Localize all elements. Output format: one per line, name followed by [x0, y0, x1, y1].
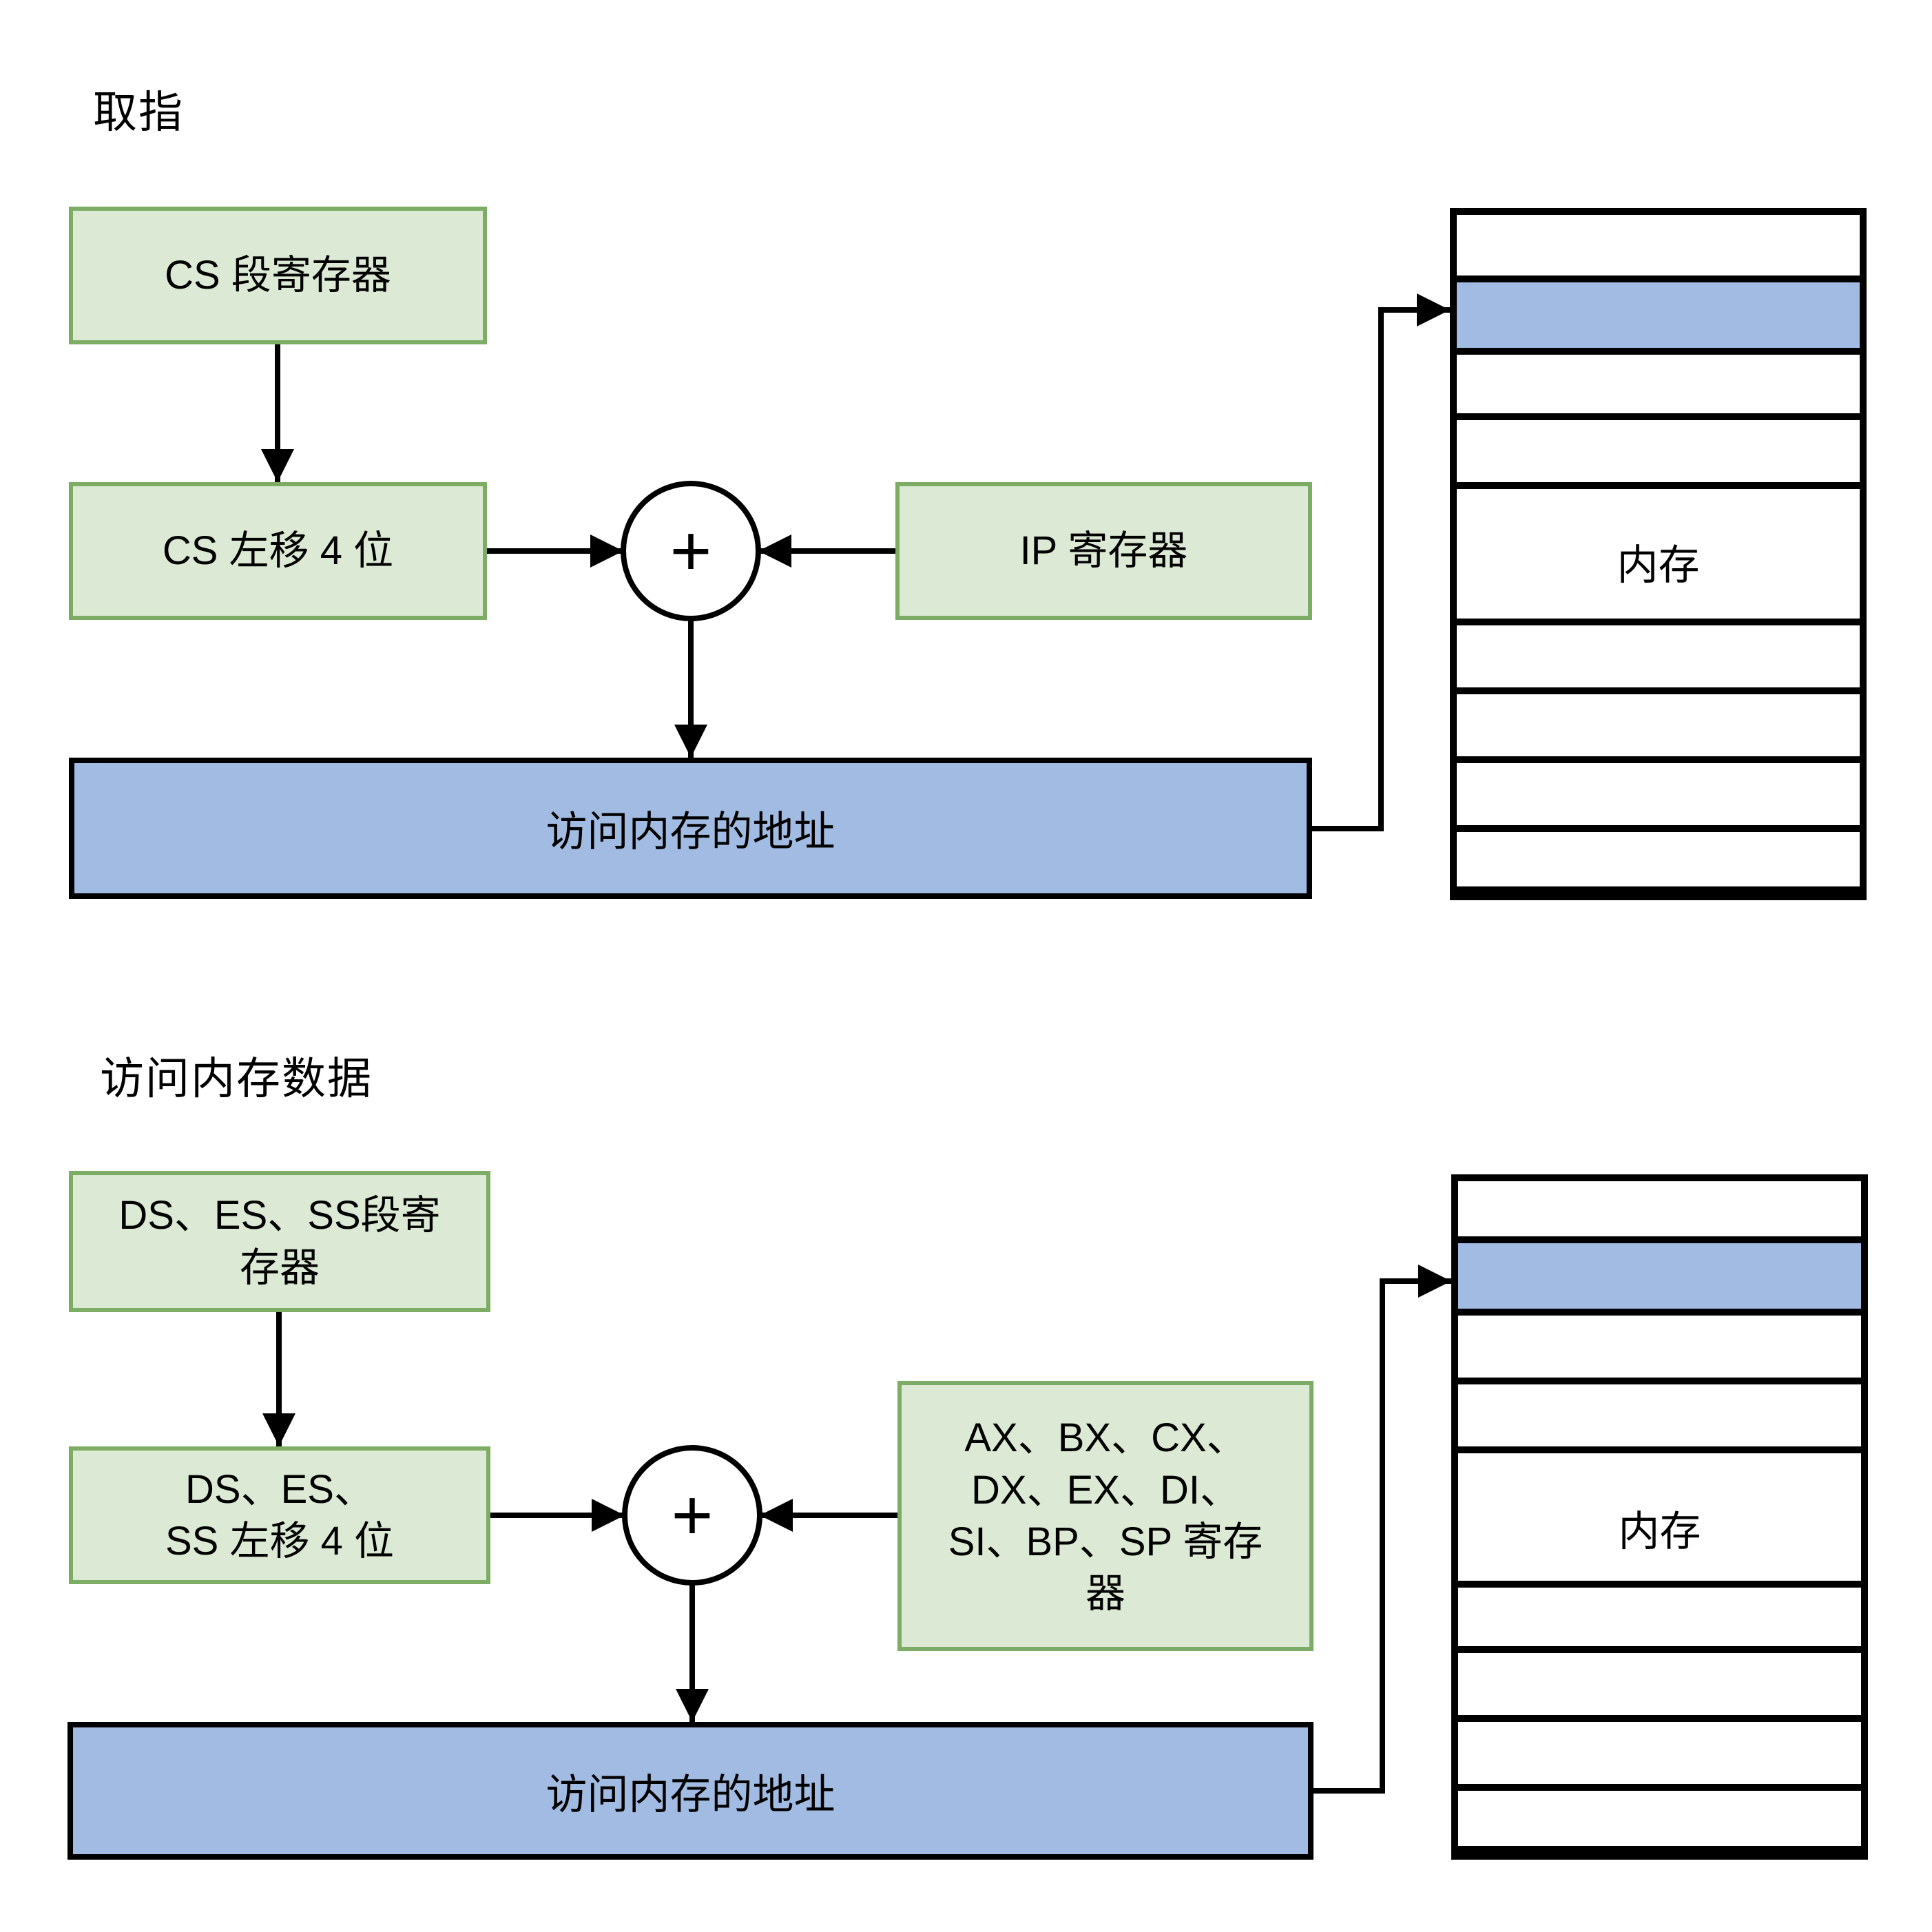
ds-es-ss-segment-register-line2: 存器 — [239, 1245, 320, 1290]
memory-address-bar-data: 访问内存的地址 — [67, 1722, 1313, 1860]
cs-shift-left-label: CS 左移 4 位 — [162, 528, 394, 574]
plus-sign-fetch: + — [670, 511, 712, 591]
memory-row — [1458, 1384, 1861, 1453]
memory-row — [1457, 215, 1860, 282]
memory-label-row — [1458, 1453, 1861, 1588]
general-registers-line3: SI、BP、SP 寄存 — [948, 1519, 1263, 1564]
cs-segment-register-box: CS 段寄存器 — [69, 207, 487, 344]
section-title-fetch: 取指 — [93, 87, 184, 137]
cs-segment-register-label: CS 段寄存器 — [165, 253, 391, 298]
plus-sign-data: + — [672, 1475, 714, 1555]
memory-row — [1457, 420, 1860, 489]
memory-label-row — [1457, 489, 1860, 625]
general-registers-line1: AX、BX、CX、 — [964, 1415, 1247, 1461]
ds-es-ss-segment-register-line1: DS、ES、SS段寄 — [118, 1193, 441, 1238]
general-registers-line4: 器 — [1085, 1571, 1125, 1617]
memory-table-fetch: 内存 — [1450, 208, 1867, 900]
ds-es-ss-shift-left-line1: DS、ES、 — [185, 1466, 374, 1512]
memory-row — [1458, 1791, 1861, 1853]
memory-row — [1457, 763, 1860, 832]
memory-table-data: 内存 — [1451, 1174, 1868, 1860]
ip-register-label: IP 寄存器 — [1019, 528, 1188, 574]
connector-address-to-memory-data — [1313, 1265, 1451, 1794]
adder-circle-fetch — [621, 481, 761, 621]
memory-row — [1458, 1653, 1861, 1722]
section-title-data: 访问内存数据 — [100, 1054, 373, 1103]
memory-row — [1458, 1588, 1861, 1653]
memory-address-bar-fetch-label: 访问内存的地址 — [546, 809, 835, 855]
ds-es-ss-segment-register-box: DS、ES、SS段寄 存器 — [69, 1171, 490, 1312]
memory-row — [1457, 694, 1860, 763]
general-registers-box: AX、BX、CX、 DX、EX、DI、 SI、BP、SP 寄存 器 — [897, 1381, 1313, 1651]
memory-address-bar-data-label: 访问内存的地址 — [546, 1771, 835, 1818]
ds-es-ss-shift-left-box: DS、ES、 SS 左移 4 位 — [69, 1446, 490, 1584]
connector-address-to-memory-fetch — [1312, 293, 1450, 831]
memory-row — [1457, 355, 1860, 420]
ds-es-ss-shift-left-line2: SS 左移 4 位 — [165, 1519, 394, 1564]
highlighted-memory-row-data — [1458, 1243, 1861, 1316]
memory-row — [1458, 1316, 1861, 1384]
memory-label-fetch: 内存 — [1617, 542, 1700, 588]
memory-label-data: 内存 — [1618, 1508, 1701, 1555]
memory-row — [1457, 625, 1860, 694]
adder-circle-data — [622, 1445, 762, 1586]
memory-address-bar-fetch: 访问内存的地址 — [69, 758, 1312, 899]
cs-shift-left-box: CS 左移 4 位 — [69, 482, 487, 620]
memory-row — [1457, 832, 1860, 893]
ip-register-box: IP 寄存器 — [895, 482, 1312, 620]
general-registers-line2: DX、EX、DI、 — [971, 1467, 1240, 1513]
memory-row — [1458, 1181, 1861, 1243]
memory-row — [1458, 1722, 1861, 1791]
highlighted-memory-row-fetch — [1457, 282, 1860, 355]
